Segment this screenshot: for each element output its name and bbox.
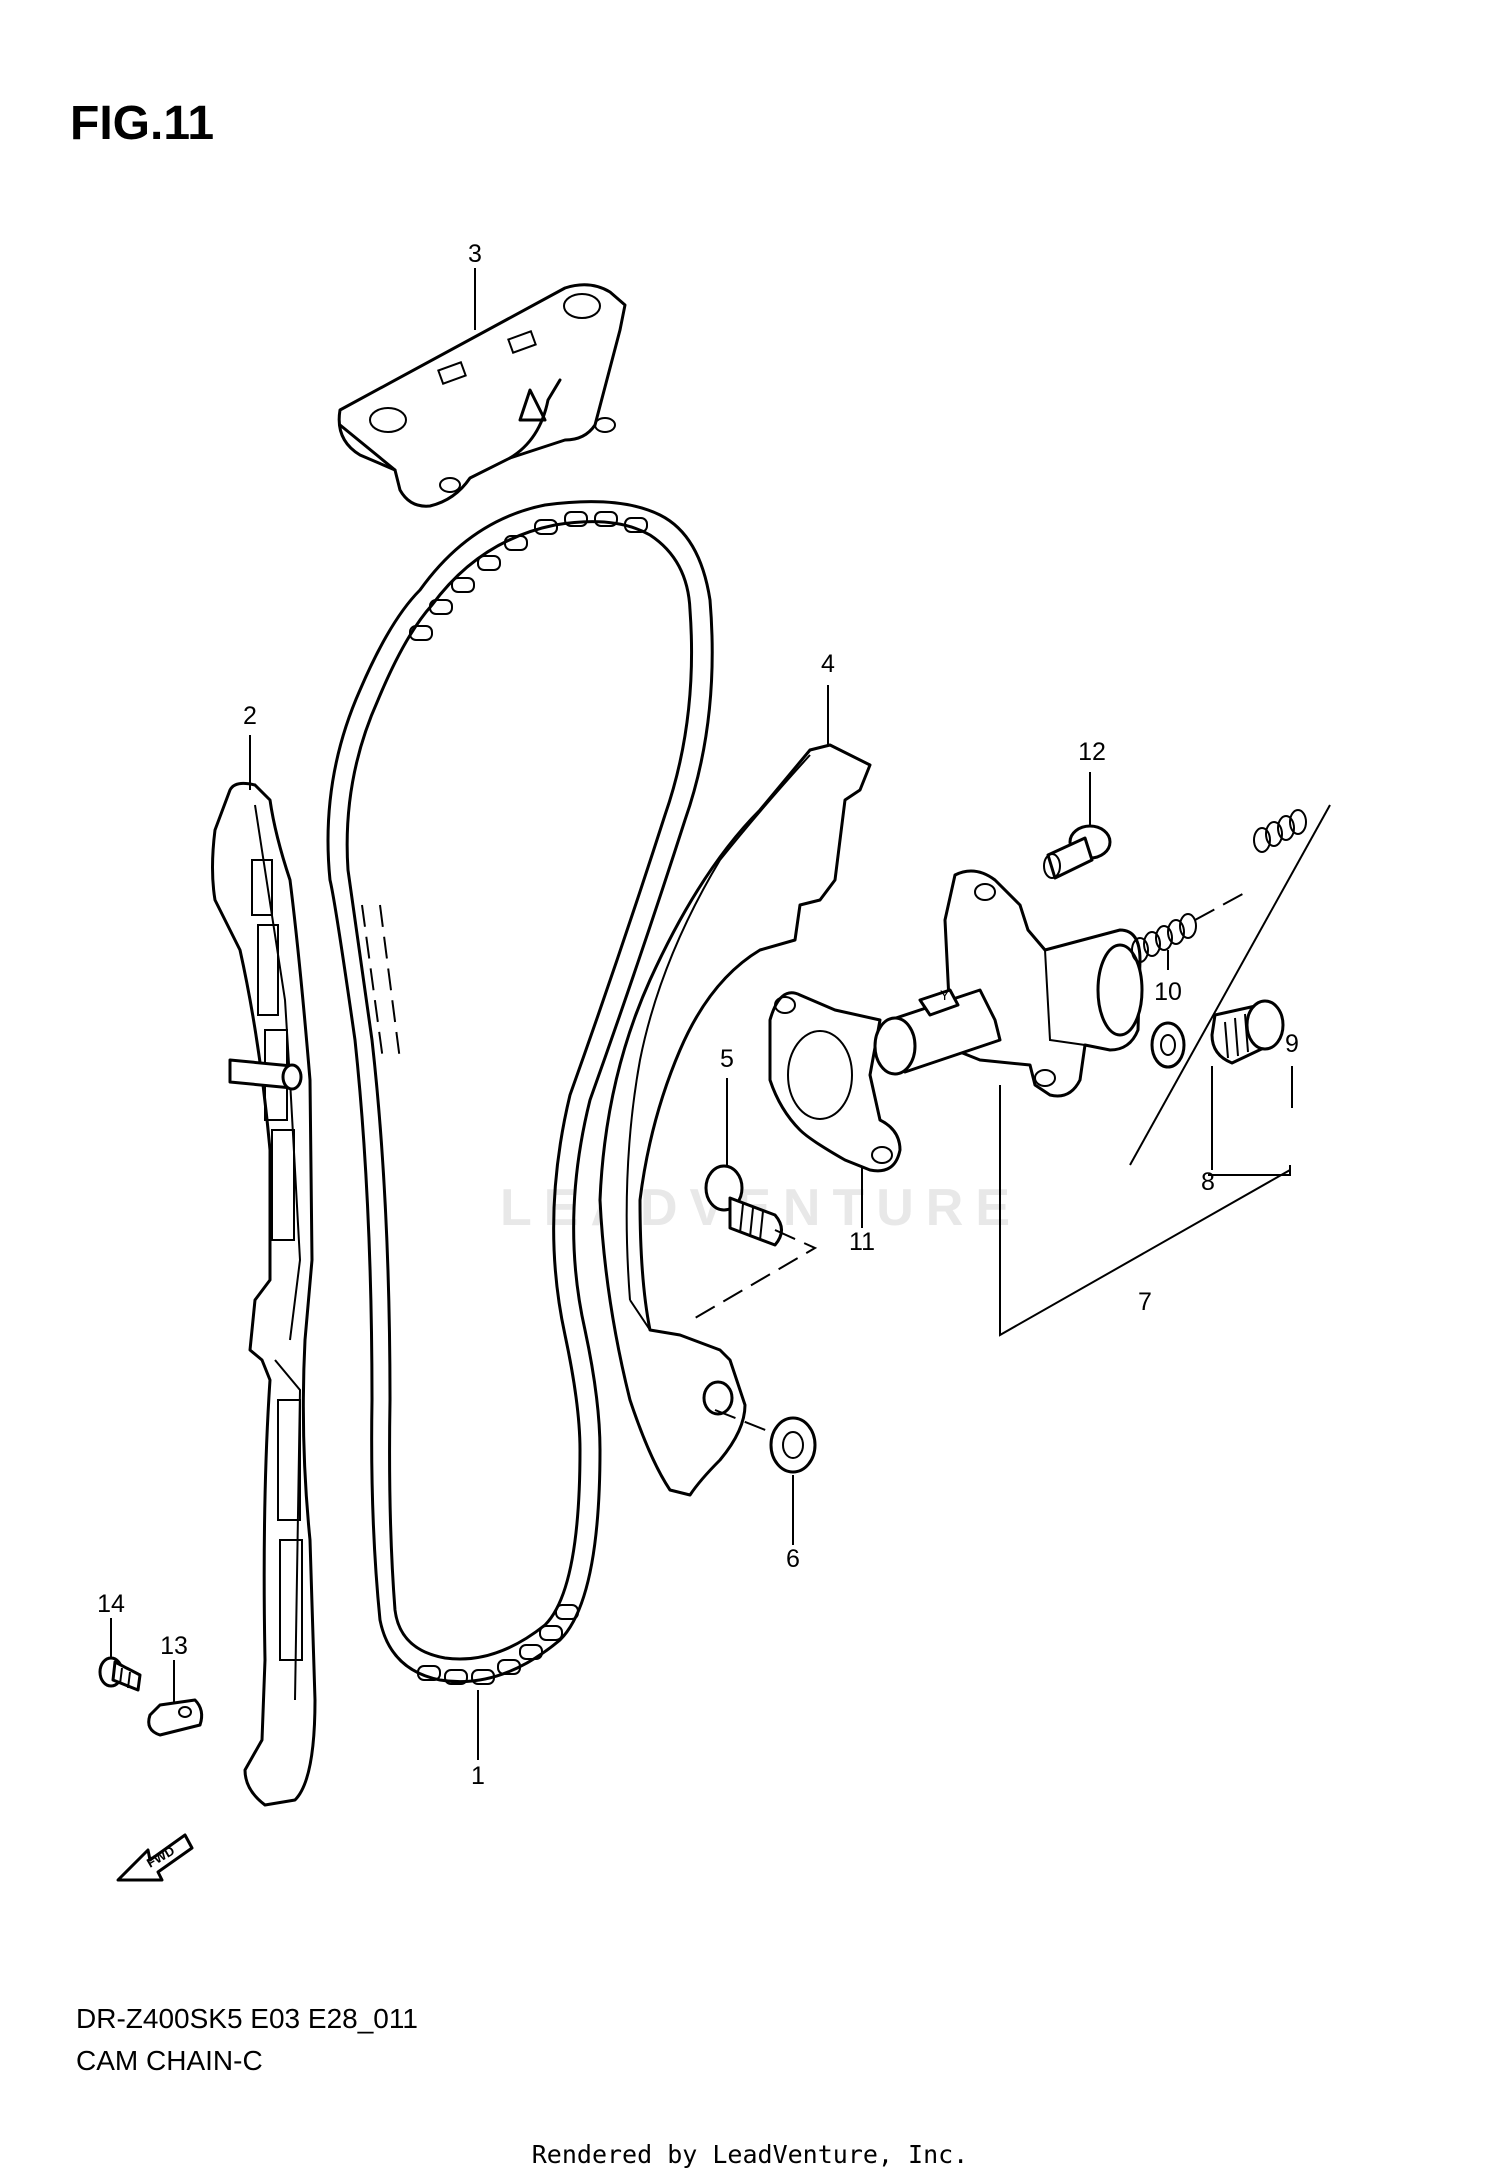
callout-7: 7 <box>1138 1288 1152 1316</box>
callout-4: 4 <box>821 650 835 678</box>
footer-model-code: DR-Z400SK5 E03 E28_011 <box>76 2003 418 2034</box>
callout-1: 1 <box>471 1762 485 1790</box>
part-14-screw[interactable] <box>98 1618 142 1692</box>
part-7-tensioner-assembly[interactable]: Y <box>873 869 1291 1337</box>
callout-9: 9 <box>1285 1030 1299 1058</box>
callout-11: 11 <box>849 1228 875 1256</box>
part-5-bolt[interactable] <box>694 1078 818 1319</box>
part-1-cam-chain[interactable] <box>326 500 714 1760</box>
part-8-washer[interactable] <box>1150 1021 1213 1170</box>
callout-14: 14 <box>97 1590 125 1618</box>
part-10-spring[interactable] <box>1129 804 1331 1166</box>
callout-2: 2 <box>243 702 257 730</box>
part-4-tensioner-guide[interactable] <box>598 685 872 1497</box>
svg-text:Y: Y <box>940 987 950 1003</box>
fwd-arrow-icon: FWD <box>116 1833 194 1882</box>
callout-13: 13 <box>160 1632 188 1660</box>
callout-10: 10 <box>1154 978 1182 1006</box>
callout-5: 5 <box>720 1045 734 1073</box>
figure-title: FIG.11 <box>70 97 215 150</box>
part-9-plug-bolt[interactable] <box>1208 999 1293 1176</box>
callout-12: 12 <box>1078 738 1106 766</box>
part-11-gasket[interactable] <box>768 991 902 1228</box>
rendered-by-credit: Rendered by LeadVenture, Inc. <box>531 2140 969 2169</box>
callout-3: 3 <box>468 240 482 268</box>
callout-8: 8 <box>1201 1168 1215 1196</box>
part-13-lock-plate[interactable] <box>147 1660 204 1737</box>
footer-figure-name: CAM CHAIN-C <box>76 2045 263 2076</box>
callout-6: 6 <box>786 1545 800 1573</box>
part-12-screw[interactable] <box>1043 772 1112 880</box>
part-6-washer[interactable] <box>714 1409 817 1545</box>
part-3-chain-guide-plate[interactable] <box>337 268 627 508</box>
part-2-chain-guide[interactable] <box>211 735 317 1807</box>
